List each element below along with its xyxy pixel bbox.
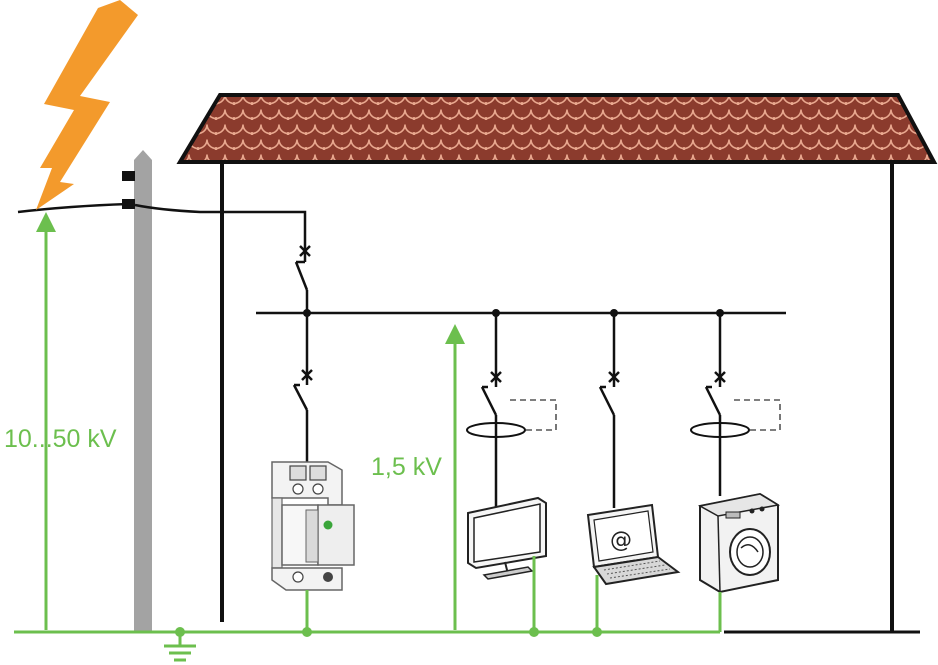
protection-voltage-arrow bbox=[445, 324, 465, 630]
house-walls bbox=[220, 162, 920, 634]
busbar bbox=[256, 309, 786, 317]
laptop-screen-symbol: @ bbox=[610, 528, 632, 553]
branch-washing-machine bbox=[690, 313, 781, 496]
washing-machine-icon bbox=[697, 492, 781, 594]
protection-voltage-label: 1,5 kV bbox=[371, 453, 442, 481]
supply-line bbox=[17, 202, 307, 243]
house-roof bbox=[176, 93, 938, 164]
grid-voltage-label: 10...50 kV bbox=[4, 425, 117, 453]
branch-surge-protector bbox=[292, 313, 313, 462]
monitor-icon bbox=[467, 496, 547, 580]
branch-laptop bbox=[598, 313, 620, 508]
utility-pole-icon bbox=[122, 150, 152, 632]
lightning-bolt-icon bbox=[36, 0, 138, 210]
grid-voltage-arrow bbox=[36, 212, 56, 630]
ground-bus bbox=[14, 556, 722, 637]
laptop-icon: @ bbox=[586, 503, 681, 586]
ground-symbol-icon bbox=[164, 632, 196, 662]
main-switch bbox=[294, 243, 311, 313]
surge-protector-icon bbox=[271, 461, 355, 591]
branch-monitor bbox=[466, 313, 557, 508]
